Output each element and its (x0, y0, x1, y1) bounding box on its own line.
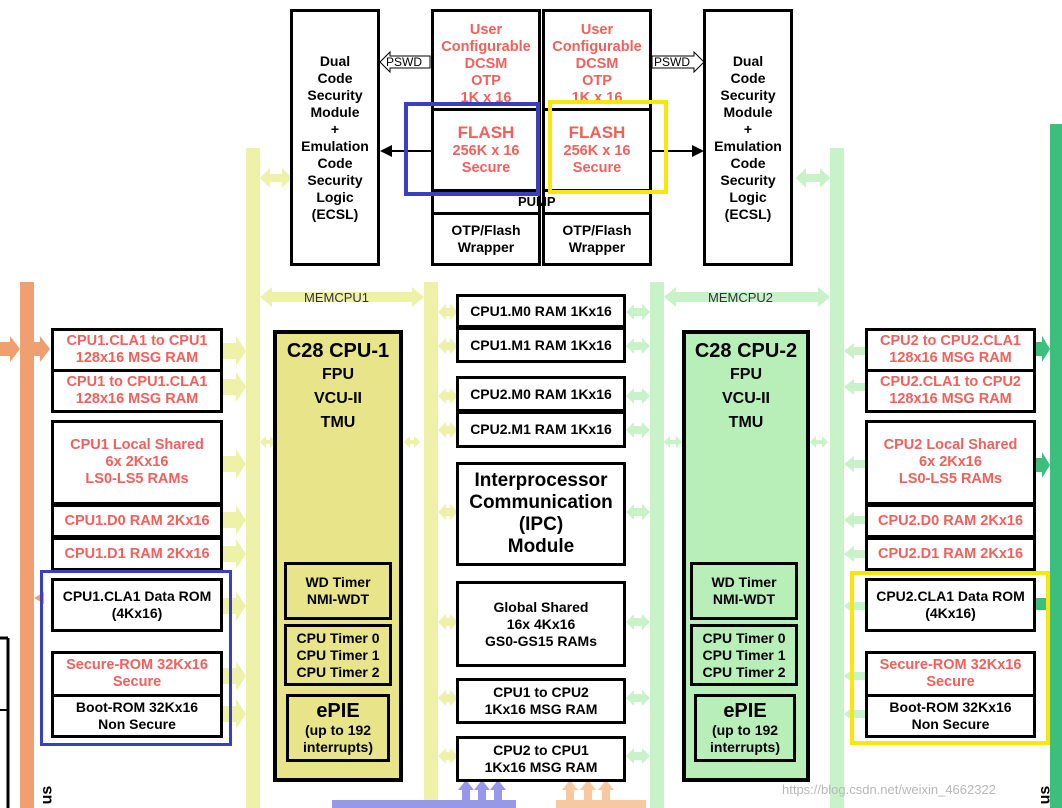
cpu2-cpu-to-cla-msg-ram: CPU2 to CPU2.CLA1 128x16 MSG RAM (880, 333, 1021, 366)
cpu2-vertical-bus (830, 148, 844, 808)
right-peripheral-bus (1050, 124, 1062, 808)
cpu1-vertical-bus (246, 148, 260, 808)
left-peripheral-bus (20, 282, 34, 808)
left-edge-label: us (38, 785, 56, 805)
cpu1-d0-ram: CPU1.D0 RAM 2Kx16 (51, 504, 223, 538)
cpu2-center-bus (650, 282, 664, 808)
cpu1-fpu: FPU (322, 366, 354, 383)
otp-wrapper-left: OTP/Flash Wrapper (431, 212, 541, 266)
cpu2-tmu: TMU (728, 414, 764, 431)
cpu2-secure-rom: Secure-ROM 32Kx16 Secure (879, 657, 1022, 690)
flash-arrow-right (692, 145, 704, 157)
ipc-module: Interprocessor Communication (IPC) Modul… (456, 462, 626, 566)
memcpu1-bus (260, 287, 424, 307)
cpu2-bus-arrows (626, 168, 866, 764)
cpu2-vcu: VCU-II (722, 390, 770, 407)
highlight-flash-right (548, 100, 668, 194)
cpu1-to-cpu2-msg-ram: CPU1 to CPU2 1Kx16 MSG RAM (456, 678, 626, 724)
cpu2-to-cpu1-msg-ram: CPU2 to CPU1 1Kx16 MSG RAM (456, 736, 626, 782)
cpu2-wd-timer: WD Timer NMI-WDT (690, 562, 798, 620)
highlight-flash-left (404, 102, 540, 196)
flash-arrow-left (380, 145, 392, 157)
pswd-label-right: PSWD (654, 55, 690, 69)
ecsl-right: Dual Code Security Module + Emulation Co… (703, 9, 793, 266)
flash-left: FLASH 256K x 16 Secure (431, 108, 541, 192)
pswd-arrow-left (379, 50, 431, 74)
cpu2-m1-ram: CPU2.M1 RAM 1Kx16 (456, 411, 626, 448)
highlight-cpu2-roms (850, 571, 1050, 745)
watermark: https://blog.csdn.net/weixin_4662322 (782, 782, 996, 797)
cpu1-tmu: TMU (320, 414, 356, 431)
cpu1-cpu-timers: CPU Timer 0 CPU Timer 1 CPU Timer 2 (284, 624, 392, 686)
right-edge-label: us (1036, 785, 1054, 805)
cpu1-boot-rom: Boot-ROM 32Kx16 Non Secure (75, 699, 199, 732)
cpu2-boot-rom: Boot-ROM 32Kx16 Non Secure (889, 699, 1012, 732)
pump-label: PUMP (518, 194, 556, 209)
cpu2-fpu: FPU (730, 366, 762, 383)
cpu1-center-bus (424, 282, 438, 808)
cpu2-m0-ram: CPU2.M0 RAM 1Kx16 (456, 376, 626, 412)
bottom-bus-orange (556, 800, 646, 808)
cpu1-title: C28 CPU-1 (286, 340, 390, 362)
cpu1-m0-ram: CPU1.M0 RAM 1Kx16 (456, 294, 626, 328)
cpu2-d1-ram: CPU2.D1 RAM 2Kx16 (865, 537, 1036, 571)
cpu1-epie: ePIE (up to 192 interrupts) (286, 694, 390, 762)
ecsl-left: Dual Code Security Module + Emulation Co… (290, 9, 380, 266)
cpu1-local-shared-ram: CPU1 Local Shared 6x 2Kx16 LS0-LS5 RAMs (51, 420, 223, 505)
global-shared-ram: Global Shared 16x 4Kx16 GS0-GS15 RAMs (456, 581, 626, 667)
pswd-arrow-right (651, 50, 705, 74)
memcpu2-label: MEMCPU2 (708, 290, 774, 305)
cpu2-cpu-timers: CPU Timer 0 CPU Timer 1 CPU Timer 2 (690, 624, 798, 686)
cpu1-secure-rom: Secure-ROM 32Kx16 Secure (66, 657, 208, 690)
highlight-cpu1-roms (40, 570, 232, 746)
cpu2-local-shared-ram: CPU2 Local Shared 6x 2Kx16 LS0-LS5 RAMs (865, 420, 1036, 505)
cpu2-title: C28 CPU-2 (694, 340, 798, 362)
cpu1-cla-data-rom: CPU1.CLA1 Data ROM (4Kx16) (51, 578, 223, 632)
cpu2-d0-ram: CPU2.D0 RAM 2Kx16 (865, 504, 1036, 538)
memcpu1-label: MEMCPU1 (304, 290, 370, 305)
cpu2-cla-data-rom: CPU2.CLA1 Data ROM (4Kx16) (865, 578, 1036, 632)
cpu1-vcu: VCU-II (314, 390, 362, 407)
cpu1-wd-timer: WD Timer NMI-WDT (284, 562, 392, 620)
cpu1-bus-arrows (222, 168, 458, 764)
bottom-bus-purple (332, 800, 516, 808)
cpu2-epie: ePIE (up to 192 interrupts) (694, 694, 796, 762)
cpu1-cpu-to-cla-msg-ram: CPU1 to CPU1.CLA1 128x16 MSG RAM (66, 374, 208, 407)
cpu1-cla-to-cpu-msg-ram: CPU1.CLA1 to CPU1 128x16 MSG RAM (66, 333, 208, 366)
cpu1-m1-ram: CPU1.M1 RAM 1Kx16 (456, 327, 626, 363)
pswd-label-left: PSWD (386, 55, 422, 69)
cpu1-d1-ram: CPU1.D1 RAM 2Kx16 (51, 537, 223, 571)
memcpu2-bus (664, 287, 830, 307)
cpu2-cla-to-cpu-msg-ram: CPU2.CLA1 to CPU2 128x16 MSG RAM (880, 374, 1021, 407)
otp-wrapper-right: OTP/Flash Wrapper (542, 212, 652, 266)
